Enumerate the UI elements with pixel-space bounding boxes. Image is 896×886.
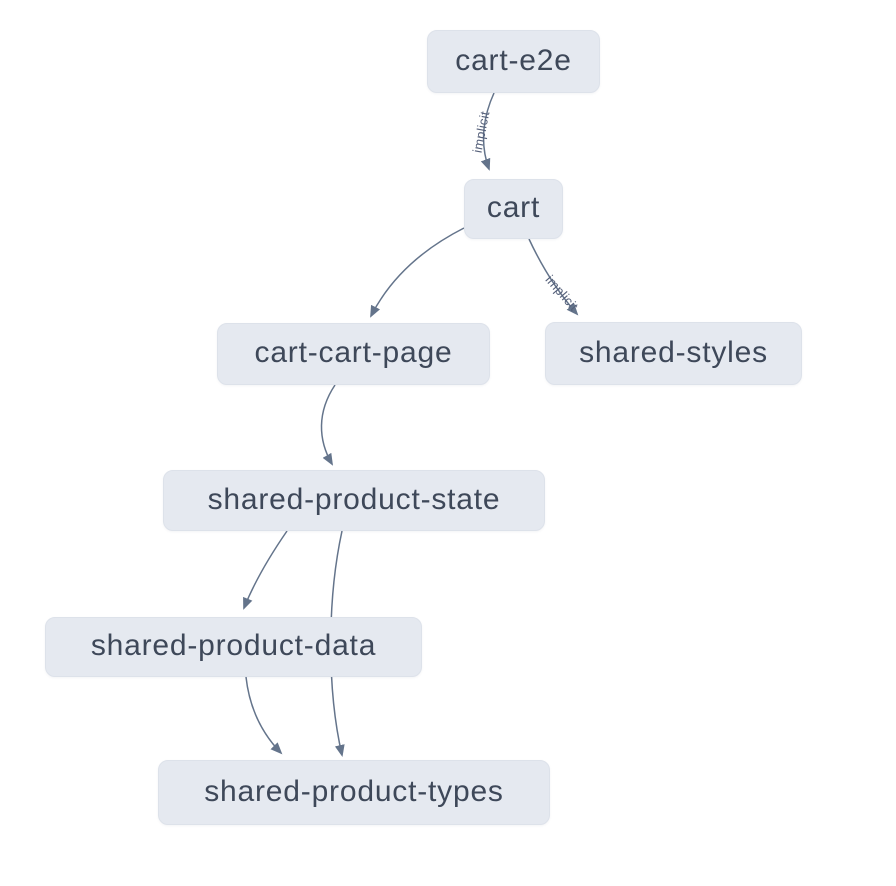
graph-node-cart-e2e[interactable]: cart-e2e (427, 30, 600, 93)
node-label-shared-product-types: shared-product-types (204, 774, 504, 808)
graph-node-cart[interactable]: cart (464, 179, 563, 239)
node-label-shared-styles: shared-styles (579, 335, 768, 369)
node-label-shared-product-data: shared-product-data (90, 629, 377, 662)
edge-cart-e2e-to-cart (480, 92, 495, 171)
edge-cart-cart-page-to-shared-product-state (320, 384, 336, 466)
edge-cart-to-cart-cart-page (370, 227, 465, 318)
node-label-shared-product-state: shared-product-state (207, 482, 501, 516)
node-label-cart: cart (486, 191, 541, 224)
edge-cart-to-shared-styles (528, 238, 579, 316)
edge-label-implicit-cart-shared-styles: implicit (543, 272, 582, 314)
node-label-cart-cart-page: cart-cart-page (254, 336, 453, 369)
graph-node-shared-styles[interactable]: shared-styles (545, 322, 802, 385)
graph-node-cart-cart-page[interactable]: cart-cart-page (217, 323, 490, 385)
graph-node-shared-product-state[interactable]: shared-product-state (163, 470, 545, 531)
edge-shared-product-state-to-shared-product-data (243, 530, 288, 610)
graph-node-shared-product-types[interactable]: shared-product-types (158, 760, 550, 825)
node-label-cart-e2e: cart-e2e (455, 43, 572, 77)
edge-label-implicit-cart-e2e-cart: implicit (470, 110, 493, 154)
edge-shared-product-data-to-shared-product-types (245, 676, 283, 755)
graph-node-shared-product-data[interactable]: shared-product-data (45, 617, 422, 677)
